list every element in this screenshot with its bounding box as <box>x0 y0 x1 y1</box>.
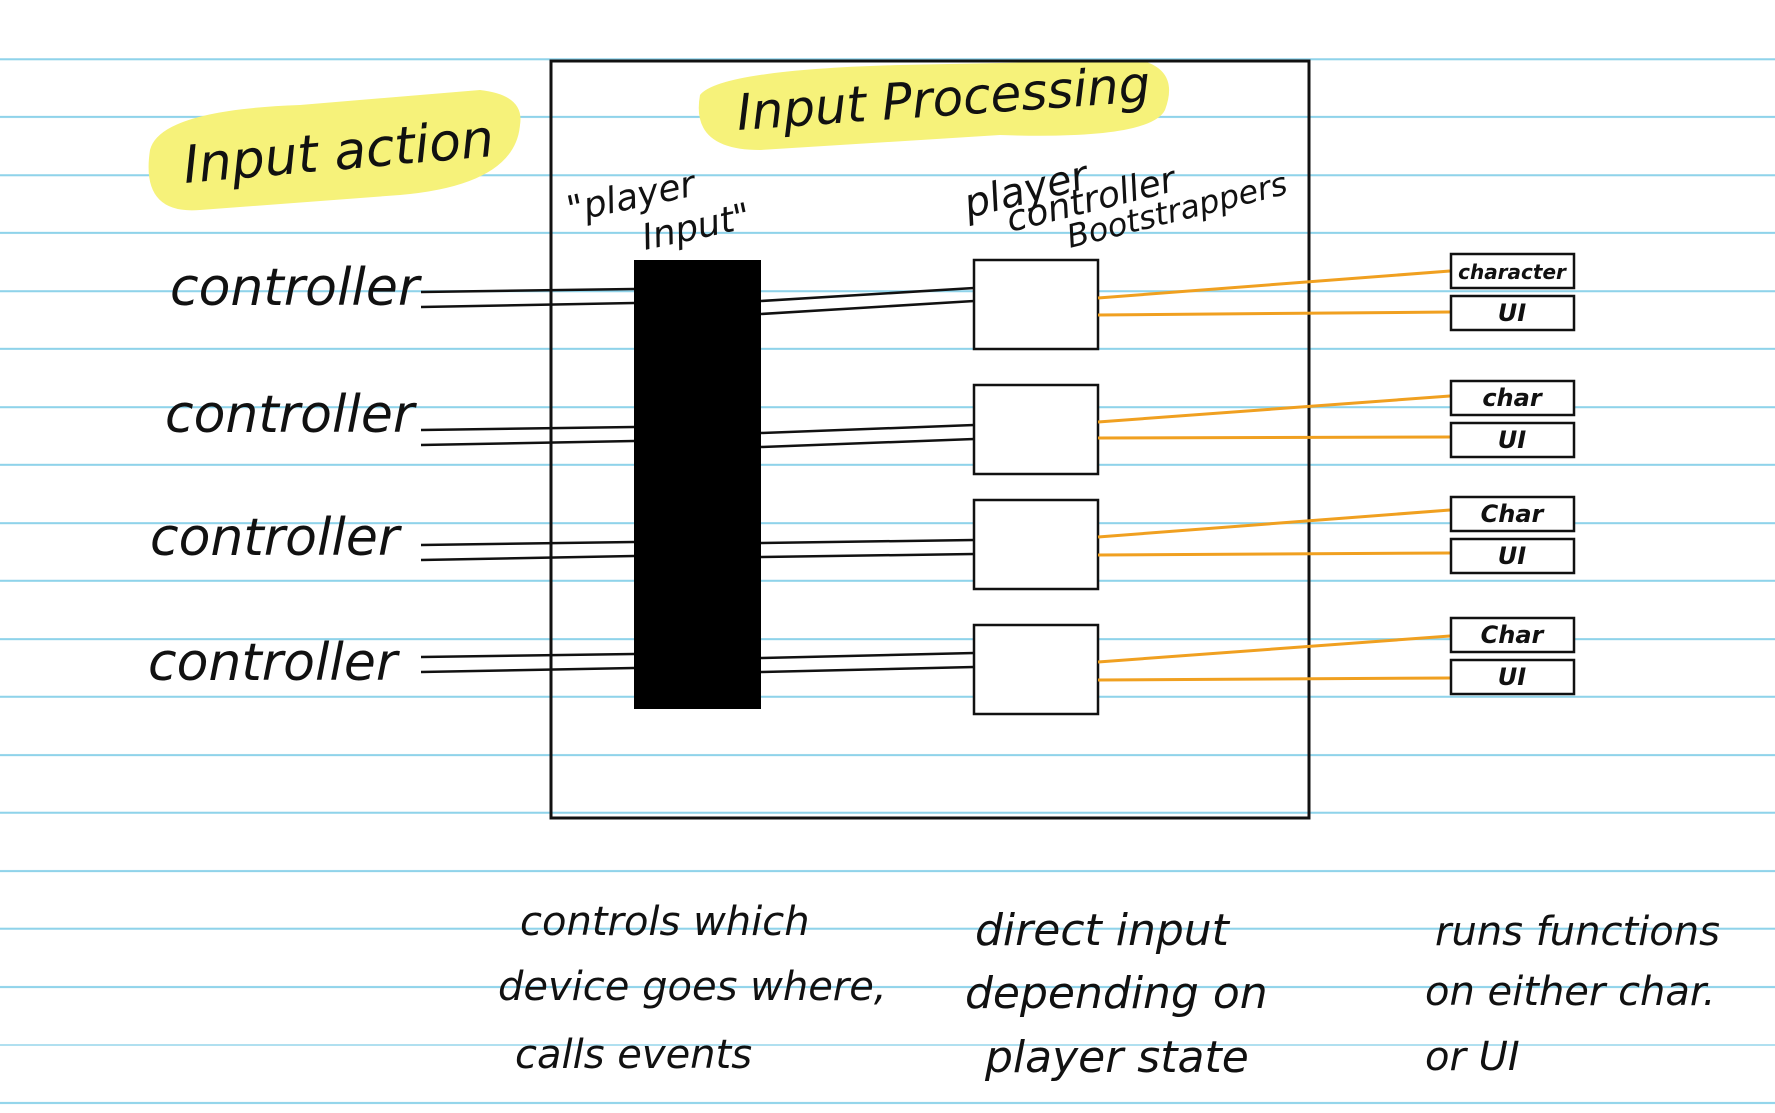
bootstrapper-box-4 <box>972 623 1100 716</box>
char-output-label-4: Char <box>1481 621 1546 649</box>
bootstrapper-note-line1: direct input <box>975 905 1231 956</box>
ui-output-box-4 <box>1449 658 1576 696</box>
controller-wires <box>420 286 975 674</box>
ui-output-box-2 <box>1449 421 1576 459</box>
output-note-line1: runs functions <box>1435 909 1720 955</box>
ui-output-box-1 <box>1449 294 1576 332</box>
char-output-box-1 <box>1449 252 1576 290</box>
char-output-label-3: Char <box>1481 500 1546 528</box>
bootstrapper-note-line2: depending on <box>965 968 1268 1019</box>
bootstrapper-box-3 <box>972 498 1100 591</box>
output-note-line2: on either char. <box>1425 969 1715 1015</box>
player-input-note-line1: controls which <box>520 899 810 945</box>
char-output-box-4 <box>1449 616 1576 654</box>
output-connectors <box>1097 269 1451 682</box>
controller-label-2: controller <box>165 385 418 445</box>
input-processing-box <box>549 59 1311 820</box>
ui-output-label-2: UI <box>1498 426 1526 454</box>
ui-output-label-3: UI <box>1498 542 1526 570</box>
output-note-line3: or UI <box>1425 1034 1520 1080</box>
bootstrapper-box-2 <box>972 383 1100 476</box>
input-action-highlight <box>148 90 521 211</box>
char-output-box-2 <box>1449 379 1576 417</box>
char-output-box-3 <box>1449 495 1576 533</box>
player-input-block <box>634 260 761 709</box>
bootstrapper-note-line3: player state <box>984 1032 1249 1083</box>
ui-output-box-3 <box>1449 537 1576 575</box>
input-processing-highlight <box>698 60 1170 150</box>
ui-output-label-1: UI <box>1498 299 1526 327</box>
controller-label-4: controller <box>148 633 401 693</box>
player-input-note-line3: calls events <box>515 1032 752 1078</box>
char-output-label-1: character <box>1458 260 1567 284</box>
controller-label-1: controller <box>170 258 423 318</box>
controller-label-3: controller <box>150 508 403 568</box>
player-input-note-line2: device goes where, <box>498 964 887 1010</box>
ui-output-label-4: UI <box>1498 663 1526 691</box>
bootstrapper-box-1 <box>972 258 1100 351</box>
char-output-label-2: char <box>1482 384 1544 412</box>
